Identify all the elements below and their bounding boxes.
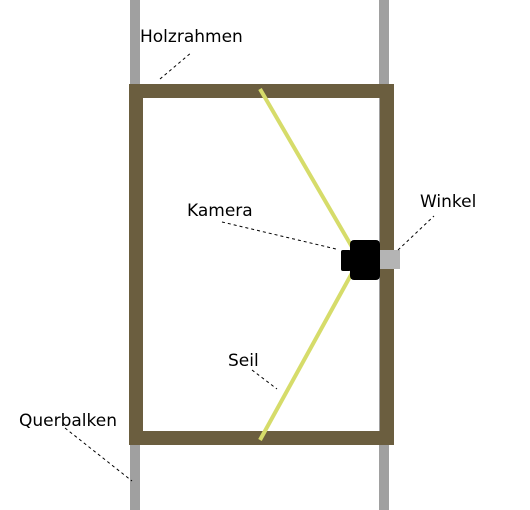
- bracket: [377, 250, 400, 269]
- bracket-leader-line: [397, 215, 435, 251]
- crossbeam-label: Querbalken: [19, 411, 117, 431]
- crossbeam-leader-line: [64, 427, 133, 482]
- bracket-label: Winkel: [420, 192, 476, 212]
- camera: [341, 240, 380, 280]
- camera-leader-line: [221, 221, 337, 250]
- rope-label: Seil: [228, 351, 259, 371]
- rope: [258, 87, 354, 441]
- camera-label: Kamera: [187, 201, 253, 221]
- frame-label: Holzrahmen: [140, 27, 243, 47]
- rope-leader-line: [251, 369, 278, 390]
- camera-body: [350, 240, 380, 280]
- camera-lens: [341, 250, 351, 271]
- frame-leader-line: [159, 51, 193, 80]
